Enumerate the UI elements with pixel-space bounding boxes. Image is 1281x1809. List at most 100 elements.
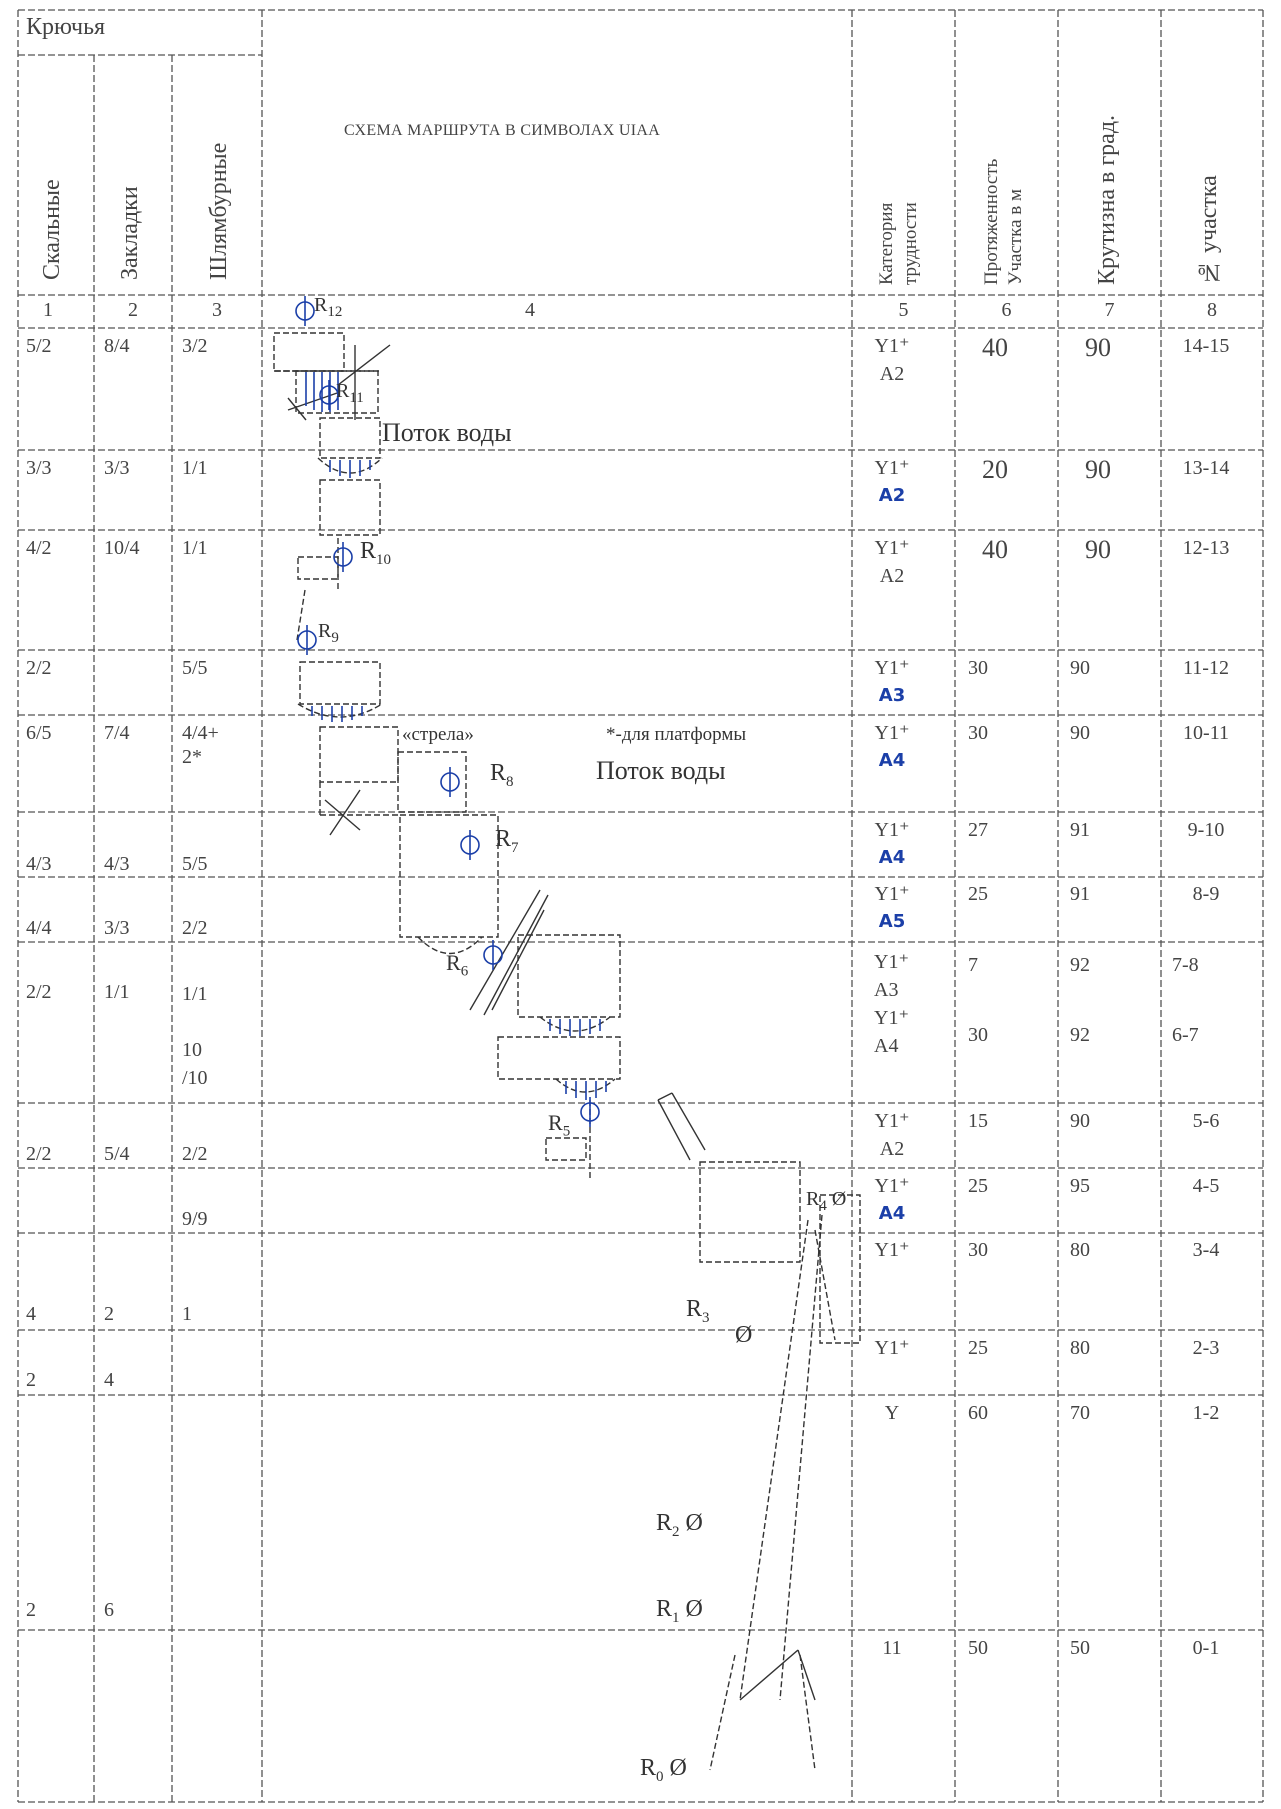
station-label-r11: R11 <box>336 380 364 406</box>
cell-bolts: 2/2 <box>182 917 208 939</box>
cell-category: Y1⁺ <box>874 1110 910 1132</box>
cell-rock: 5/2 <box>26 335 52 357</box>
cell-steepness: 50 <box>1070 1637 1090 1659</box>
cell-rock: 3/3 <box>26 457 52 479</box>
cell-nuts: 10/4 <box>104 537 140 559</box>
cell-nuts: 1/1 <box>104 981 130 1003</box>
cell-length: 7 30 <box>968 954 988 1046</box>
cell-category: Y1⁺ <box>874 1239 910 1261</box>
cell-length: 27 <box>968 819 988 841</box>
col-number: 8 <box>1207 299 1217 321</box>
cell-rock: 4 <box>26 1303 36 1325</box>
cell-section: 8-9 <box>1192 883 1220 905</box>
station-label-r9: R9 <box>318 620 339 646</box>
cell-category: Y1⁺ <box>874 1337 910 1359</box>
cell-category: Y1⁺ <box>874 657 910 679</box>
cell-category-aid: A2 <box>878 485 906 506</box>
cell-bolts: 1/1 10 /10 <box>182 983 208 1089</box>
col-header-bolts: Шлямбурные <box>206 142 232 280</box>
cell-steepness: 90 <box>1085 333 1111 362</box>
cell-section: 2-3 <box>1192 1337 1220 1359</box>
station-label-r4: R4 Ø <box>806 1188 847 1214</box>
col-number: 1 <box>43 299 53 321</box>
cell-rock: 6/5 <box>26 722 52 744</box>
cell-section: 9-10 <box>1187 819 1225 841</box>
cell-section: 1-2 <box>1192 1402 1220 1424</box>
cell-category-aid: A2 <box>879 565 905 587</box>
cell-nuts: 2 <box>104 1303 114 1325</box>
cell-nuts: 4/3 <box>104 853 130 875</box>
cell-rock: 2/2 <box>26 1143 52 1165</box>
col-number: 7 <box>1104 299 1115 321</box>
station-label-r0: R0 Ø <box>640 1755 687 1785</box>
col-number: 2 <box>128 299 138 321</box>
cell-category-aid: A4 <box>878 847 906 868</box>
cell-steepness: 92 92 <box>1070 954 1090 1046</box>
station-label-r1: R1 Ø <box>656 1596 703 1626</box>
cell-nuts: 3/3 <box>104 457 130 479</box>
cell-category: Y1⁺ A3 Y1⁺ A4 <box>874 951 909 1057</box>
station-label-r7: R7 <box>495 826 519 856</box>
cell-length: 60 <box>968 1402 988 1424</box>
station-label-r3: R3 <box>686 1296 710 1326</box>
col-header-category: Категория трудности <box>876 202 921 285</box>
cell-category: Y1⁺ <box>874 722 910 744</box>
hooks-group-header: Крючья <box>26 14 106 40</box>
cell-length: 25 <box>968 1175 988 1197</box>
cell-rock: 2 <box>26 1369 36 1391</box>
cell-bolts: 5/5 <box>182 657 208 679</box>
cell-rock: 4/4 <box>26 917 52 939</box>
cell-nuts: 4 <box>104 1369 114 1391</box>
cell-category: 11 <box>882 1637 902 1659</box>
cell-length: 20 <box>982 455 1008 484</box>
cell-steepness: 80 <box>1070 1337 1090 1359</box>
cell-bolts: 2/2 <box>182 1143 208 1165</box>
cell-steepness: 90 <box>1070 657 1090 679</box>
station-label-r6: R6 <box>446 950 469 980</box>
cell-steepness: 90 <box>1070 722 1090 744</box>
cell-section: 3-4 <box>1192 1239 1220 1261</box>
cell-bolts: 9/9 <box>182 1208 208 1230</box>
cell-category-aid: A2 <box>879 1138 905 1160</box>
col-number: 6 <box>1001 299 1012 321</box>
cell-length: 30 <box>968 1239 988 1261</box>
cell-bolts: 1 <box>182 1303 192 1325</box>
cell-steepness: 90 <box>1070 1110 1090 1132</box>
cell-category: Y <box>884 1402 900 1424</box>
cell-bolts: 5/5 <box>182 853 208 875</box>
cell-section: 7-8 6-7 <box>1172 954 1199 1046</box>
cell-category: Y1⁺ <box>874 883 910 905</box>
cell-category: Y1⁺ <box>874 537 910 559</box>
cell-length: 40 <box>982 535 1008 564</box>
cell-category: Y1⁺ <box>874 335 910 357</box>
station-label-r12: R12 <box>314 294 343 320</box>
cell-category: Y1⁺ <box>874 1175 910 1197</box>
cell-nuts: 8/4 <box>104 335 130 357</box>
cell-section: 10-11 <box>1183 722 1229 744</box>
col-number: 3 <box>212 299 222 321</box>
cell-section: 0-1 <box>1192 1637 1220 1659</box>
cell-length: 30 <box>968 657 988 679</box>
cell-rock: 4/3 <box>26 853 52 875</box>
cell-rock: 2/2 <box>26 657 52 679</box>
cell-nuts: 3/3 <box>104 917 130 939</box>
cell-section: 14-15 <box>1182 335 1230 357</box>
cell-bolts: 1/1 <box>182 537 208 559</box>
cell-steepness: 91 <box>1070 819 1090 841</box>
col-header-section: № участка <box>1196 175 1222 285</box>
cell-length: 15 <box>968 1110 988 1132</box>
cell-length: 25 <box>968 1337 988 1359</box>
cell-rock: 2/2 <box>26 981 52 1003</box>
cell-length: 25 <box>968 883 988 905</box>
cell-category: Y1⁺ <box>874 457 910 479</box>
cell-section: 4-5 <box>1192 1175 1220 1197</box>
water-flow-label: Поток воды <box>596 756 726 785</box>
cell-steepness: 70 <box>1070 1402 1090 1424</box>
cell-length: 50 <box>968 1637 988 1659</box>
col-header-rock: Скальные <box>39 179 65 280</box>
station-label-r5: R5 <box>548 1110 571 1140</box>
strela-label: «стрела» <box>402 724 474 745</box>
cell-section: 5-6 <box>1192 1110 1220 1132</box>
col-header-length: Протяженность Участка в м <box>981 158 1026 285</box>
